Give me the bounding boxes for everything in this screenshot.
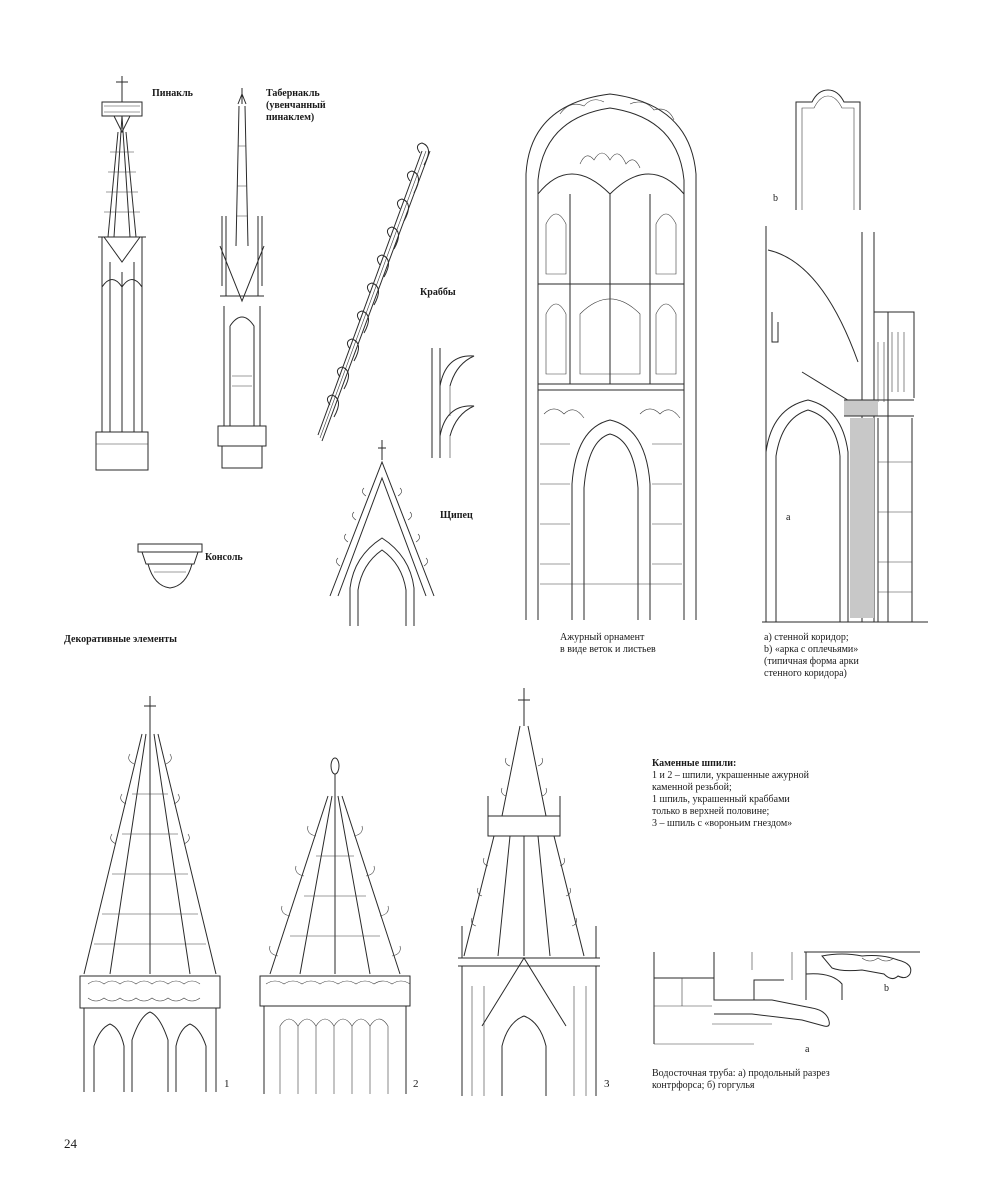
decorative-elements-caption: Декоративные элементы: [64, 634, 177, 645]
spires-caption-text: 1 и 2 – шпили, украшенные ажурной каменн…: [652, 770, 809, 829]
tracery-caption: Ажурный орнамент в виде веток и листьев: [560, 632, 656, 655]
console-drawing: [136, 542, 204, 590]
corridor-caption: a) стенной коридор; b) «арка с оплечьями…: [764, 632, 859, 679]
spire-1-drawing: [80, 694, 220, 1094]
spire-2-number: 2: [413, 1078, 419, 1090]
gable-label: Щипец: [440, 510, 473, 521]
drain-section-drawing: [652, 950, 842, 1045]
gargoyle-drawing: [802, 944, 922, 1004]
console-label: Консоль: [205, 552, 243, 563]
pinnacle-label: Пинакль: [152, 88, 193, 99]
crabs-drawing: [318, 135, 438, 447]
drain-b-marker: b: [884, 983, 889, 994]
spire-2-drawing: [260, 756, 410, 1096]
crab-detail-drawing: [426, 346, 486, 461]
spire-3-number: 3: [604, 1078, 610, 1090]
arch-profile-drawing: [792, 86, 864, 212]
corridor-b-marker: b: [773, 193, 778, 204]
drain-caption: Водосточная труба: а) продольный разрез …: [652, 1068, 830, 1091]
corridor-a-marker: a: [786, 512, 791, 523]
tracery-drawing: [520, 84, 702, 624]
tabernacle-drawing: [212, 86, 272, 474]
page-number: 24: [64, 1136, 77, 1151]
tabernacle-label: Табернакль (увенчанный пинаклем): [266, 88, 326, 123]
spire-3-drawing: [458, 686, 600, 1098]
spire-1-number: 1: [224, 1078, 230, 1090]
pinnacle-drawing: [92, 72, 152, 477]
spires-caption-title: Каменные шпили:: [652, 758, 737, 769]
crabs-label: Краббы: [420, 287, 456, 298]
wall-corridor-drawing: [762, 222, 928, 624]
gable-drawing: [326, 438, 438, 628]
drain-a-marker: a: [805, 1044, 810, 1055]
